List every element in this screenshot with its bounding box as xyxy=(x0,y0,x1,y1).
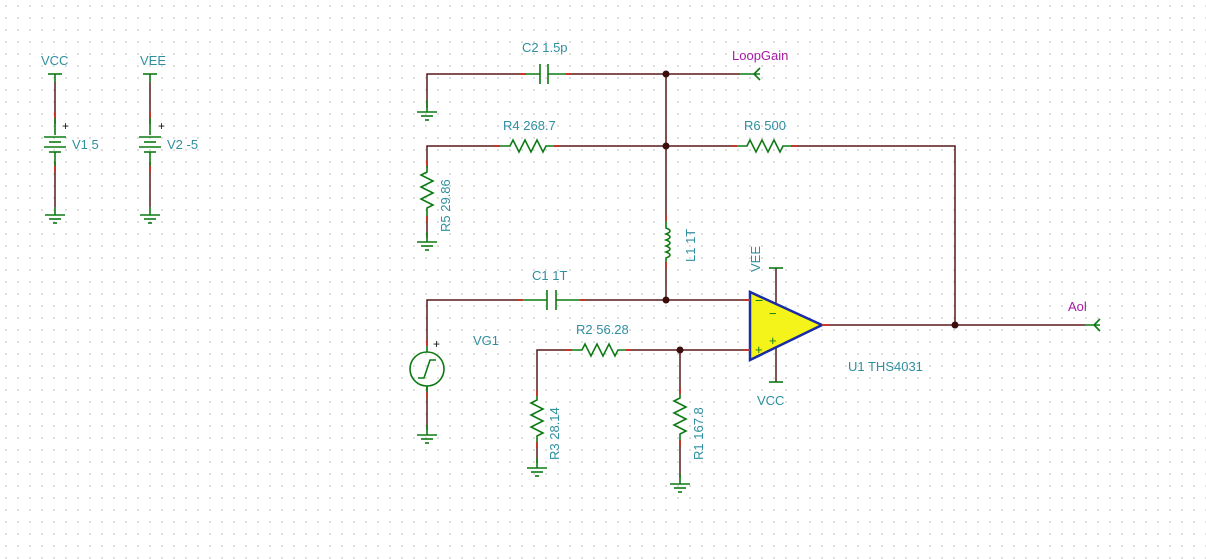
v1-label: V1 5 xyxy=(72,137,99,152)
u1-label: U1 THS4031 xyxy=(848,359,923,374)
vee-source[interactable]: VEE + V2 -5 xyxy=(139,53,198,224)
r3-label: R3 28.14 xyxy=(547,407,562,460)
plus-sign: + xyxy=(158,119,165,133)
plus-sign: + xyxy=(769,333,777,348)
vcc-label: VCC xyxy=(41,53,68,68)
resistor-r6[interactable]: R6 500 xyxy=(731,118,797,154)
opamp-vee-pin: VEE xyxy=(748,246,783,272)
inductor-l1[interactable]: L1 1T xyxy=(663,215,698,268)
c1-label: C1 1T xyxy=(532,268,567,283)
ground-icon xyxy=(417,100,437,121)
plus-sign: + xyxy=(62,119,69,133)
plus-sign: + xyxy=(433,337,440,351)
aol-net[interactable]: Aol xyxy=(1068,299,1101,332)
junction-dots xyxy=(662,70,959,354)
ground-icon xyxy=(417,232,437,251)
resistor-r4[interactable]: R4 268.7 xyxy=(494,118,560,154)
opamp-vcc-label: VCC xyxy=(757,393,784,408)
signal-generator-vg1[interactable]: + VG1 xyxy=(409,333,499,398)
pin-markers xyxy=(54,73,829,448)
loopgain-label: LoopGain xyxy=(732,48,788,63)
v2-label: V2 -5 xyxy=(167,137,198,152)
r4-label: R4 268.7 xyxy=(503,118,556,133)
resistor-r3[interactable]: R3 28.14 xyxy=(529,390,562,460)
resistor-r2[interactable]: R2 56.28 xyxy=(566,322,632,358)
opamp-vee-label: VEE xyxy=(748,246,763,272)
vg1-label: VG1 xyxy=(473,333,499,348)
junction-dot xyxy=(676,346,684,354)
ground-icon xyxy=(527,458,547,477)
r6-label: R6 500 xyxy=(744,118,786,133)
minus-sign: − xyxy=(769,306,777,321)
junction-dot xyxy=(662,70,670,78)
plus-sign: + xyxy=(755,342,763,357)
ground-icon xyxy=(670,474,690,493)
opamp-triangle-icon xyxy=(748,290,825,362)
resistor-r1[interactable]: R1 167.8 xyxy=(672,388,706,460)
junction-dot xyxy=(662,142,670,150)
resistor-r5[interactable]: R5 29.86 xyxy=(419,160,453,232)
vcc-source[interactable]: VCC + V1 5 xyxy=(41,53,99,224)
ground-icon xyxy=(45,207,65,224)
junction-dot xyxy=(662,296,670,304)
ground-icon xyxy=(140,207,160,224)
l1-label: L1 1T xyxy=(683,229,698,262)
junction-dot xyxy=(951,321,959,329)
step-waveform-icon xyxy=(418,359,436,379)
ground-icon xyxy=(417,425,437,444)
vee-label: VEE xyxy=(140,53,166,68)
r1-label: R1 167.8 xyxy=(691,407,706,460)
opamp-vcc-pin: VCC xyxy=(757,381,784,408)
capacitor-c2[interactable]: C2 1.5p xyxy=(520,40,572,84)
c2-label: C2 1.5p xyxy=(522,40,568,55)
vee-net-label-symbol xyxy=(143,73,157,82)
aol-label: Aol xyxy=(1068,299,1087,314)
battery-icon xyxy=(44,118,66,166)
battery-icon xyxy=(139,118,161,166)
vcc-net-label-symbol xyxy=(48,73,62,82)
minus-sign: − xyxy=(755,292,763,308)
r5-label: R5 29.86 xyxy=(438,179,453,232)
opamp-u1[interactable]: − + − + U1 THS4031 xyxy=(748,290,923,374)
loopgain-net[interactable]: LoopGain xyxy=(732,48,788,81)
r2-label: R2 56.28 xyxy=(576,322,629,337)
